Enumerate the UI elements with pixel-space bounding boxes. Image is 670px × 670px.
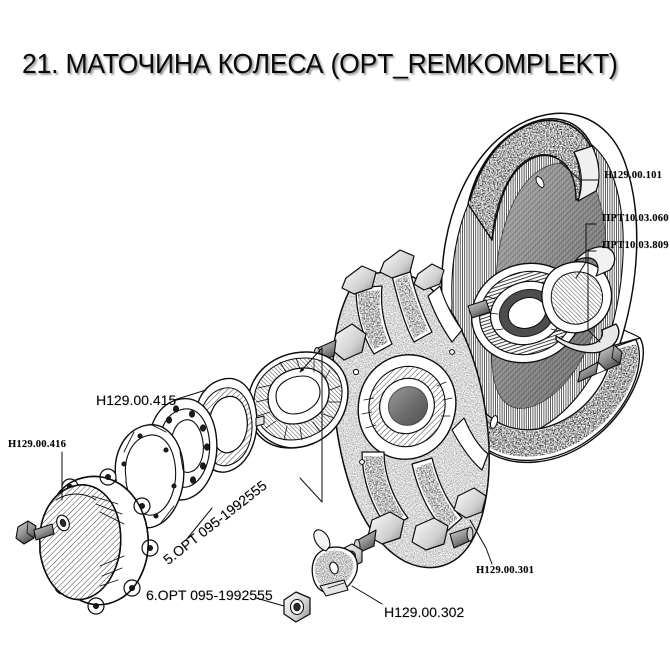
callout-prt10-03-060: ПРТ10.03.060	[602, 213, 669, 224]
hub-stud-lower-right	[449, 526, 474, 549]
part-hex-nut-6-OPT	[283, 591, 311, 623]
part-lock-plate-H129-00-302	[311, 529, 359, 597]
callout-h129-00-101: H129.00.101	[604, 170, 663, 181]
callout-prt10-03-809: ПРТ10.03.809	[602, 240, 669, 251]
part-brake-drum-H129-00-101	[440, 112, 644, 464]
part-roller-bearing	[235, 351, 349, 449]
callout-h129-00-416: H129.00.416	[8, 439, 67, 450]
page-title: 21. МАТОЧИНА КОЛЕСА (OPT_REMKOMPLEKT)	[22, 48, 618, 79]
hub-stud-upper-right	[467, 299, 491, 319]
part-hub-cap-H129-00-416	[39, 468, 159, 615]
drum-bolt	[577, 344, 623, 383]
hub-center-bore	[357, 354, 457, 460]
cap-washer	[56, 514, 70, 532]
part-hub-body-H129-00-301	[313, 249, 491, 569]
cap-bolt	[15, 520, 55, 545]
leader-lines	[61, 161, 601, 607]
cap-bolt-and-washer	[15, 514, 70, 545]
callout-h129-00-302: H129.00.302	[384, 604, 465, 620]
callout-6-opt-095-1992555: 6.OPT 095-1992555	[146, 587, 273, 603]
assembly-axis-line	[299, 347, 323, 503]
callout-h129-00-415: H129.00.415	[96, 392, 177, 408]
title-bar: 21. МАТОЧИНА КОЛЕСА (OPT_REMKOMPLEKT)	[0, 48, 670, 88]
callout-h129-00-301: H129.00.301	[476, 565, 535, 576]
